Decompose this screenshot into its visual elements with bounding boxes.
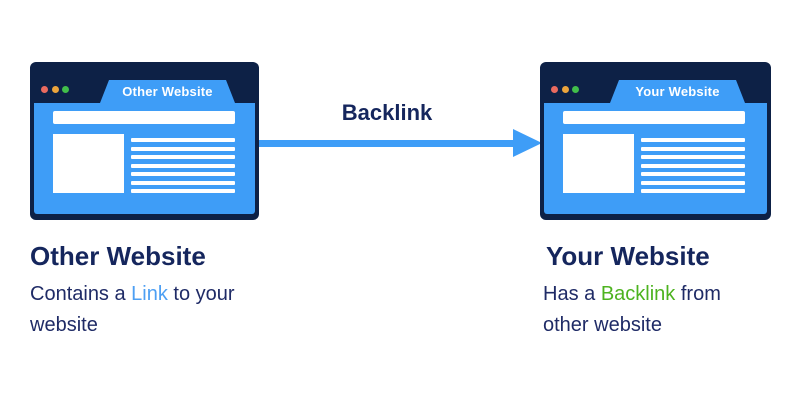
your-website-window: Your Website bbox=[540, 62, 771, 220]
desc-text: Contains a bbox=[30, 283, 132, 305]
backlink-arrow-line bbox=[259, 140, 515, 147]
backlink-arrow-label: Backlink bbox=[341, 100, 433, 125]
image-placeholder-graphic bbox=[563, 134, 634, 193]
text-lines-graphic bbox=[641, 138, 745, 198]
backlink-highlight: Backlink bbox=[600, 283, 676, 305]
browser-tab-label: Your Website bbox=[635, 84, 720, 99]
browser-tab-label: Other Website bbox=[122, 84, 213, 99]
window-controls bbox=[551, 86, 579, 93]
window-dot-orange-icon bbox=[561, 86, 569, 93]
window-dot-red-icon bbox=[551, 86, 558, 93]
browser-tab-your-website: Your Website bbox=[610, 80, 745, 103]
text-line-graphic bbox=[131, 180, 235, 185]
window-dot-green-icon bbox=[62, 86, 69, 93]
text-lines-graphic bbox=[131, 138, 235, 198]
text-line-graphic bbox=[641, 138, 745, 142]
address-bar-graphic bbox=[53, 111, 235, 124]
window-controls bbox=[41, 86, 69, 93]
text-line-graphic bbox=[131, 146, 235, 151]
text-line-graphic bbox=[641, 189, 745, 193]
desc-text: Has a bbox=[543, 283, 601, 305]
other-website-window: Other Website bbox=[30, 62, 259, 220]
text-line-graphic bbox=[131, 155, 235, 159]
text-line-graphic bbox=[641, 180, 745, 185]
your-website-description: Has a Backlink from other website bbox=[543, 279, 758, 341]
browser-tab-other-website: Other Website bbox=[100, 80, 235, 103]
window-dot-red-icon bbox=[41, 86, 48, 93]
desc-text: from other website bbox=[543, 283, 721, 336]
text-line-graphic bbox=[131, 163, 235, 168]
text-line-graphic bbox=[131, 189, 235, 193]
webpage-content-graphic bbox=[34, 103, 255, 214]
text-line-graphic bbox=[641, 172, 745, 176]
text-line-graphic bbox=[131, 138, 235, 142]
window-dot-orange-icon bbox=[51, 86, 59, 93]
other-website-description: Contains a Link to your website bbox=[30, 279, 270, 341]
other-website-title: Other Website bbox=[30, 241, 206, 271]
your-website-title: Your Website bbox=[546, 241, 710, 271]
window-dot-green-icon bbox=[572, 86, 579, 93]
webpage-content-graphic bbox=[544, 103, 767, 214]
image-placeholder-graphic bbox=[53, 134, 124, 193]
backlink-arrow-head-icon bbox=[513, 129, 542, 157]
text-line-graphic bbox=[641, 163, 745, 168]
text-line-graphic bbox=[641, 146, 745, 151]
address-bar-graphic bbox=[563, 111, 745, 124]
text-line-graphic bbox=[641, 155, 745, 159]
desc-text: to your website bbox=[30, 283, 235, 336]
link-highlight: Link bbox=[131, 283, 168, 305]
text-line-graphic bbox=[131, 172, 235, 176]
